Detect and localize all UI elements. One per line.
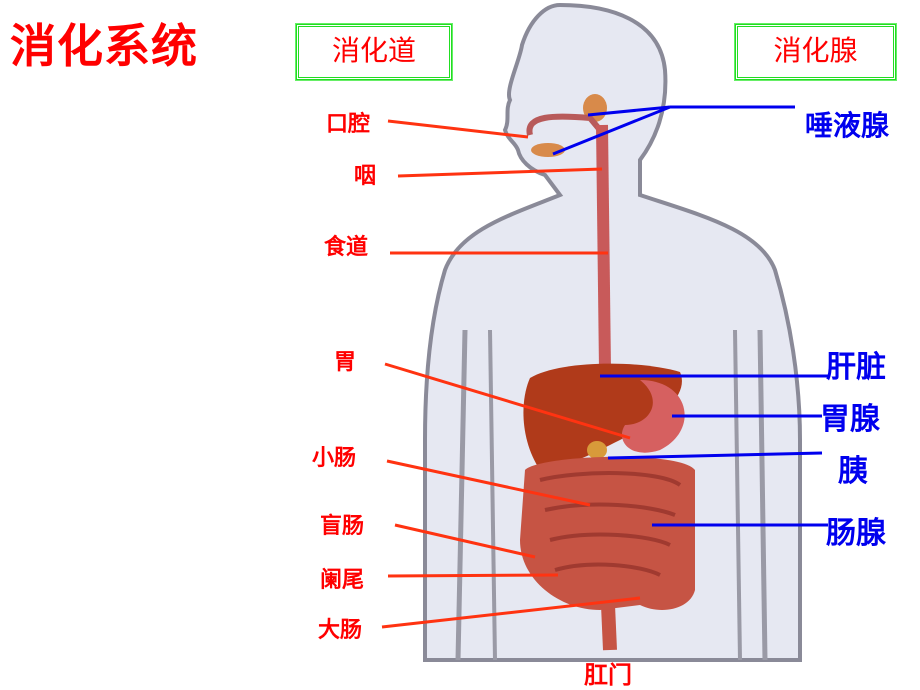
label-stomach: 胃	[334, 350, 357, 375]
label-esophagus: 食道	[324, 235, 369, 260]
body-silhouette	[423, 2, 802, 662]
label-pancreas: 胰	[838, 454, 868, 489]
digestive-tract-box: 消化道	[295, 23, 453, 81]
label-appendix: 阑尾	[320, 568, 365, 593]
label-mouth: 口腔	[326, 112, 371, 137]
label-small-intestine: 小肠	[312, 446, 357, 471]
digestive-glands-box: 消化腺	[734, 23, 897, 81]
label-anus: 肛门	[584, 661, 632, 689]
label-salivary-gland: 唾液腺	[805, 109, 890, 142]
label-liver: 肝脏	[826, 350, 886, 385]
label-large-intestine: 大肠	[318, 618, 363, 643]
page-title: 消化系统	[10, 19, 198, 73]
label-intestinal-gland: 肠腺	[826, 516, 886, 551]
label-cecum: 盲肠	[320, 514, 365, 539]
label-gastric-gland: 胃腺	[820, 402, 880, 437]
label-pharynx: 咽	[354, 164, 377, 189]
